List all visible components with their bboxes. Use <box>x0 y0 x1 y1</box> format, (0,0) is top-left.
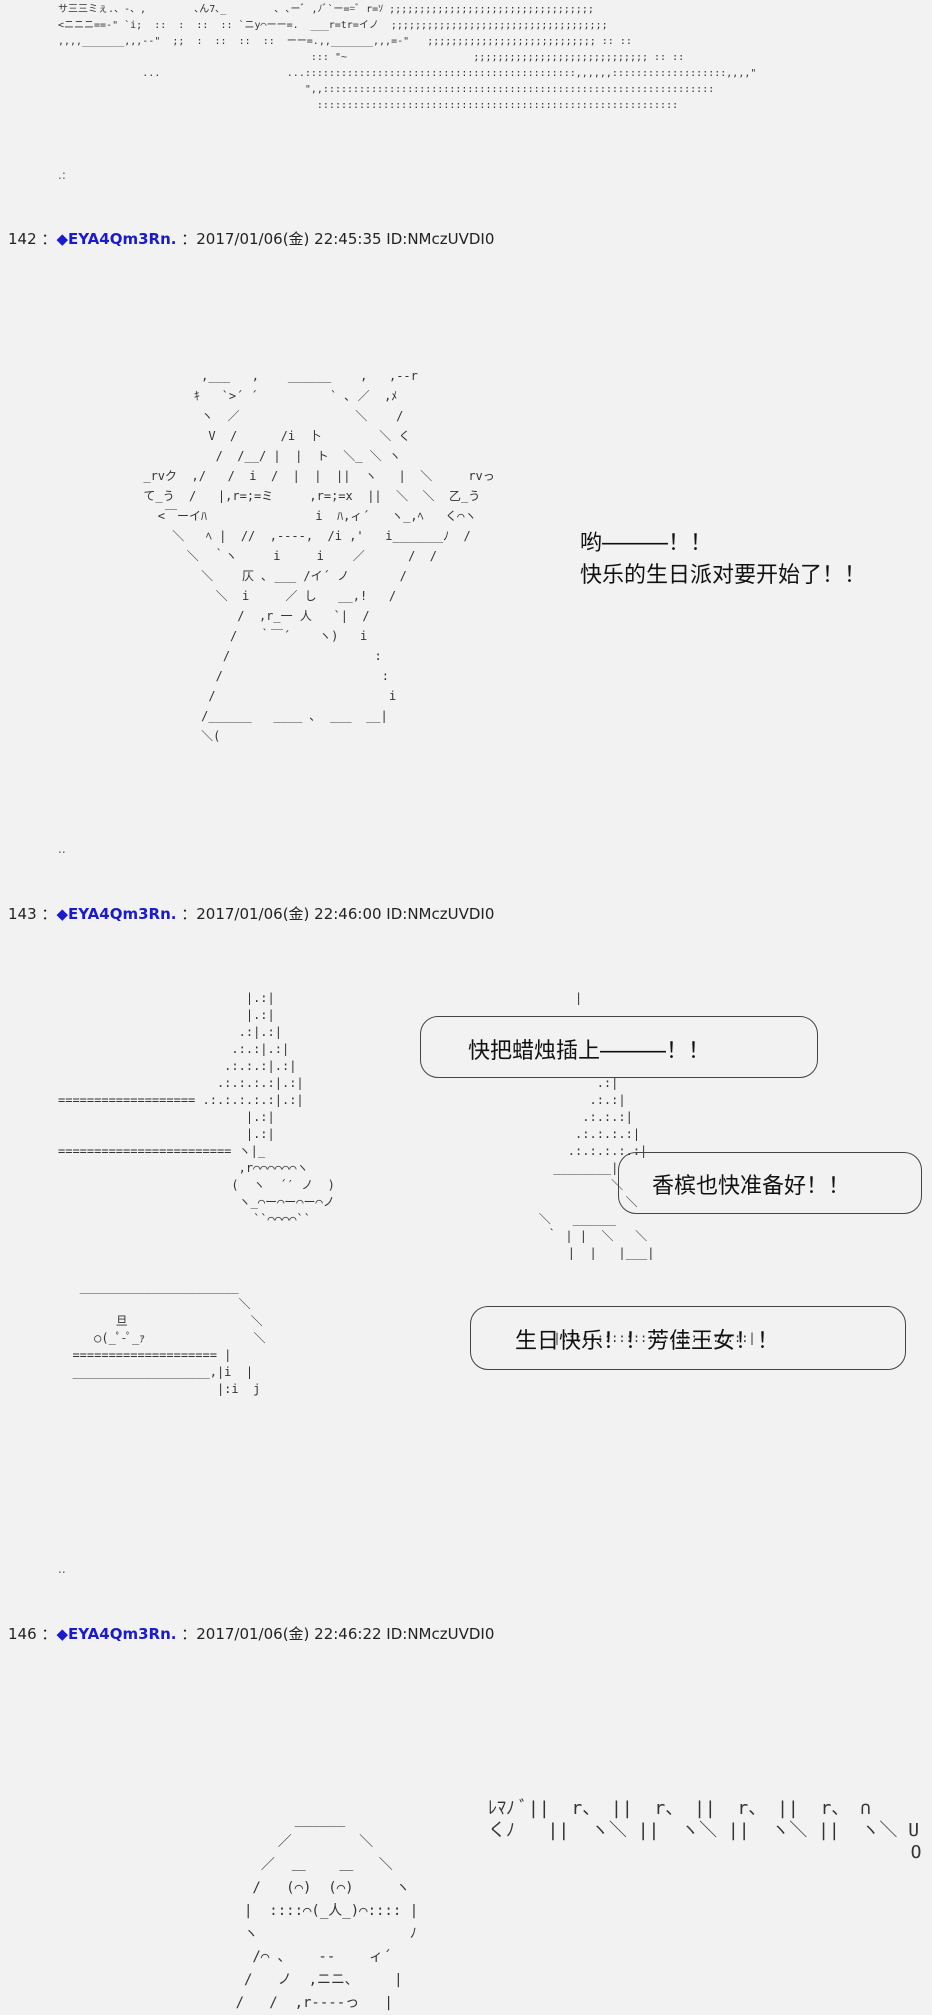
post-sep: ： <box>41 905 57 923</box>
character-face-ascii-art: ______ ／ ＼ ／ ＿ ＿ ＼ / (⌒) (⌒) ヽ | ::::⌒(_… <box>235 1811 419 2011</box>
character-ascii-art: ,___ , ______ , ,--r ｷ `>´ ´ ` ､ ／ ,ﾒ ヽ … <box>143 369 495 743</box>
poster-name[interactable]: EYA4Qm3Rn. <box>67 905 177 923</box>
speech-bubble-birthday <box>470 1306 906 1370</box>
poster-name[interactable]: EYA4Qm3Rn. <box>67 1625 177 1643</box>
separator-dots: .. <box>58 1562 66 1576</box>
post-number: 143 <box>8 905 37 923</box>
trip-diamond-icon: ◆ <box>56 1625 68 1643</box>
post-number: 142 <box>8 230 37 248</box>
top-ascii-art: サ三三ミぇ.、-、, ､ん7､_ ､ ､ーﾞ ,ﾉﾞ`ー==ﾞ r=ｿ ;;;;… <box>58 4 757 111</box>
post-header-143: 143 ：◆EYA4Qm3Rn. ：2017/01/06(金) 22:46:00… <box>8 903 494 924</box>
separator-dots: .: <box>58 168 66 182</box>
bubble-text-champagne: 香槟也快准备好！！ <box>652 1174 851 1199</box>
bubble-text-birthday: 生日快乐！！芳佳王女！！ <box>515 1329 780 1354</box>
speech-bubble-champagne <box>618 1152 922 1214</box>
speech-bubble-candles <box>420 1016 818 1078</box>
post-sep: ： <box>41 1625 57 1643</box>
poster-name[interactable]: EYA4Qm3Rn. <box>67 230 177 248</box>
trip-diamond-icon: ◆ <box>56 905 68 923</box>
post-number: 146 <box>8 1625 37 1643</box>
speech-line-2: 快乐的生日派对要开始了！！ <box>580 563 867 588</box>
scene-ascii-art: |.:| |.:| .:|.:| .:.:|.:| .:.:.:|.:| .:.… <box>58 991 335 1396</box>
post-header-146: 146 ：◆EYA4Qm3Rn. ：2017/01/06(金) 22:46:22… <box>8 1623 494 1644</box>
post-date: ：2017/01/06(金) 22:45:35 ID:NMczUVDI0 <box>181 230 495 248</box>
separator-dots: .. <box>58 842 66 856</box>
sound-effect-ascii-art: ﾚﾏﾉ ﾞ|| r、 || r、 || r、 || r、 ∩ くﾉ || ヽ＼ … <box>488 1798 922 1863</box>
post-date: ：2017/01/06(金) 22:46:00 ID:NMczUVDI0 <box>181 905 495 923</box>
post-header-142: 142 ：◆EYA4Qm3Rn. ：2017/01/06(金) 22:45:35… <box>8 228 494 249</box>
trip-diamond-icon: ◆ <box>56 230 68 248</box>
bubble-text-candles: 快把蜡烛插上―――！！ <box>468 1039 711 1064</box>
post-date: ：2017/01/06(金) 22:46:22 ID:NMczUVDI0 <box>181 1625 495 1643</box>
speech-line-1: 哟―――！！ <box>580 531 713 556</box>
post-sep: ： <box>41 230 57 248</box>
